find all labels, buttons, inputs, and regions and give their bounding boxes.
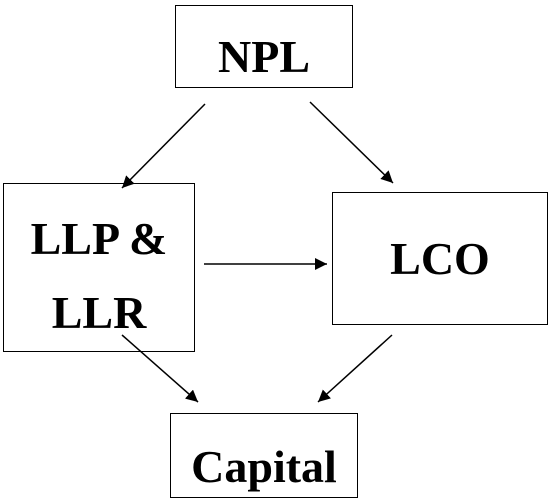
llp-llr-label-line1: LLP & (30, 213, 168, 264)
lco-label: LCO (390, 233, 490, 284)
llp-llr-node: LLP & LLR (3, 183, 195, 352)
edge-npl-to-lco (309, 101, 394, 184)
edge-lco-to-capital (317, 334, 393, 403)
npl-node: NPL (175, 5, 353, 88)
lco-node: LCO (332, 192, 548, 325)
edge-npl-to-llp-llr (121, 103, 206, 189)
capital-label: Capital (191, 441, 337, 492)
llp-llr-label-line2: LLR (51, 287, 147, 338)
capital-node: Capital (170, 413, 358, 498)
npl-label: NPL (218, 31, 310, 82)
